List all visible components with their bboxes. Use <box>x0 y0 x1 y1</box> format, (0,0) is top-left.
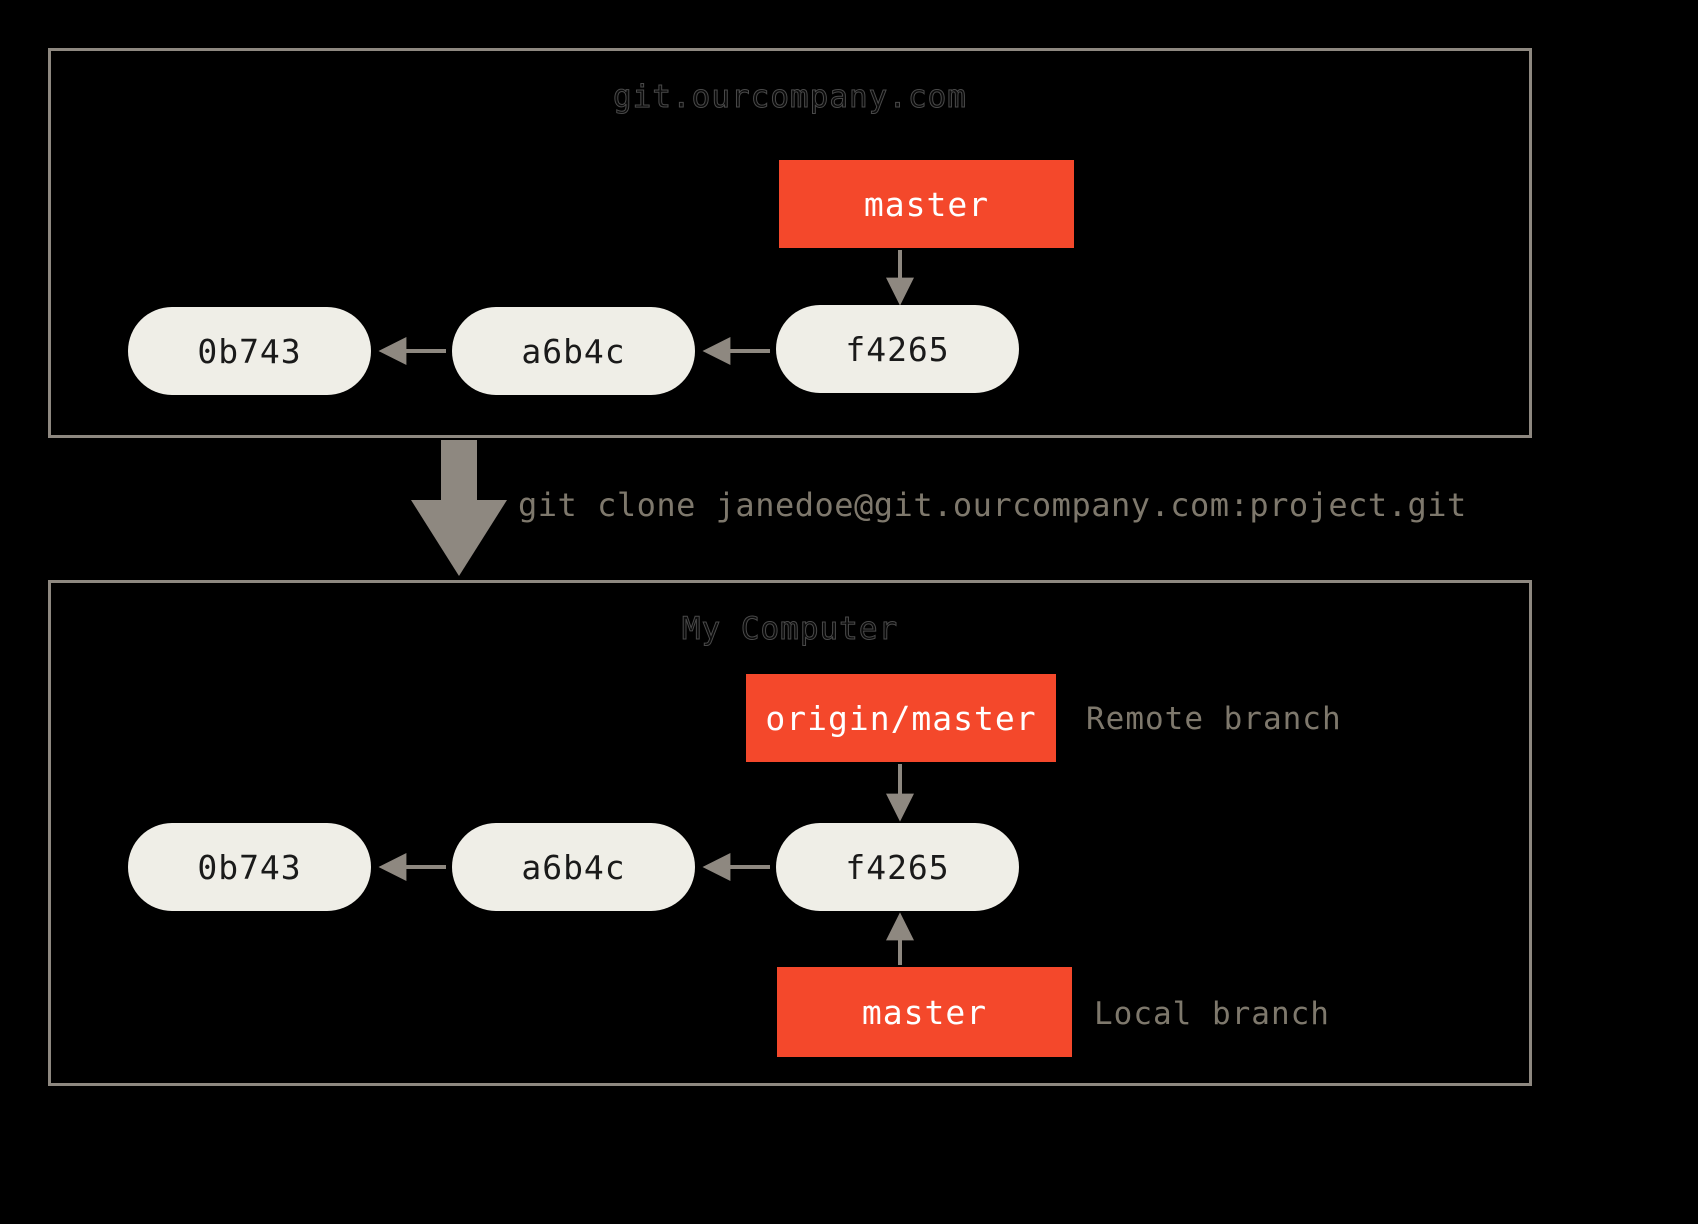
commit-node[interactable]: a6b4c <box>452 823 695 911</box>
panel-local-title: My Computer <box>681 611 899 648</box>
annotation-local-branch: Local branch <box>1094 996 1330 1032</box>
panel-my-computer: My Computer <box>48 580 1532 1086</box>
clone-command-text: git clone janedoe@git.ourcompany.com:pro… <box>518 486 1467 524</box>
panel-remote-server: git.ourcompany.com <box>48 48 1532 438</box>
clone-transition-arrow <box>411 440 507 576</box>
commit-node[interactable]: 0b743 <box>128 307 371 395</box>
commit-node[interactable]: f4265 <box>776 823 1019 911</box>
panel-remote-title: git.ourcompany.com <box>613 79 967 116</box>
branch-label-origin-master[interactable]: origin/master <box>746 674 1056 762</box>
commit-node[interactable]: f4265 <box>776 305 1019 393</box>
branch-label-local-master[interactable]: master <box>777 967 1072 1057</box>
annotation-remote-branch: Remote branch <box>1086 701 1342 737</box>
branch-label-master[interactable]: master <box>779 160 1074 248</box>
commit-node[interactable]: a6b4c <box>452 307 695 395</box>
commit-node[interactable]: 0b743 <box>128 823 371 911</box>
